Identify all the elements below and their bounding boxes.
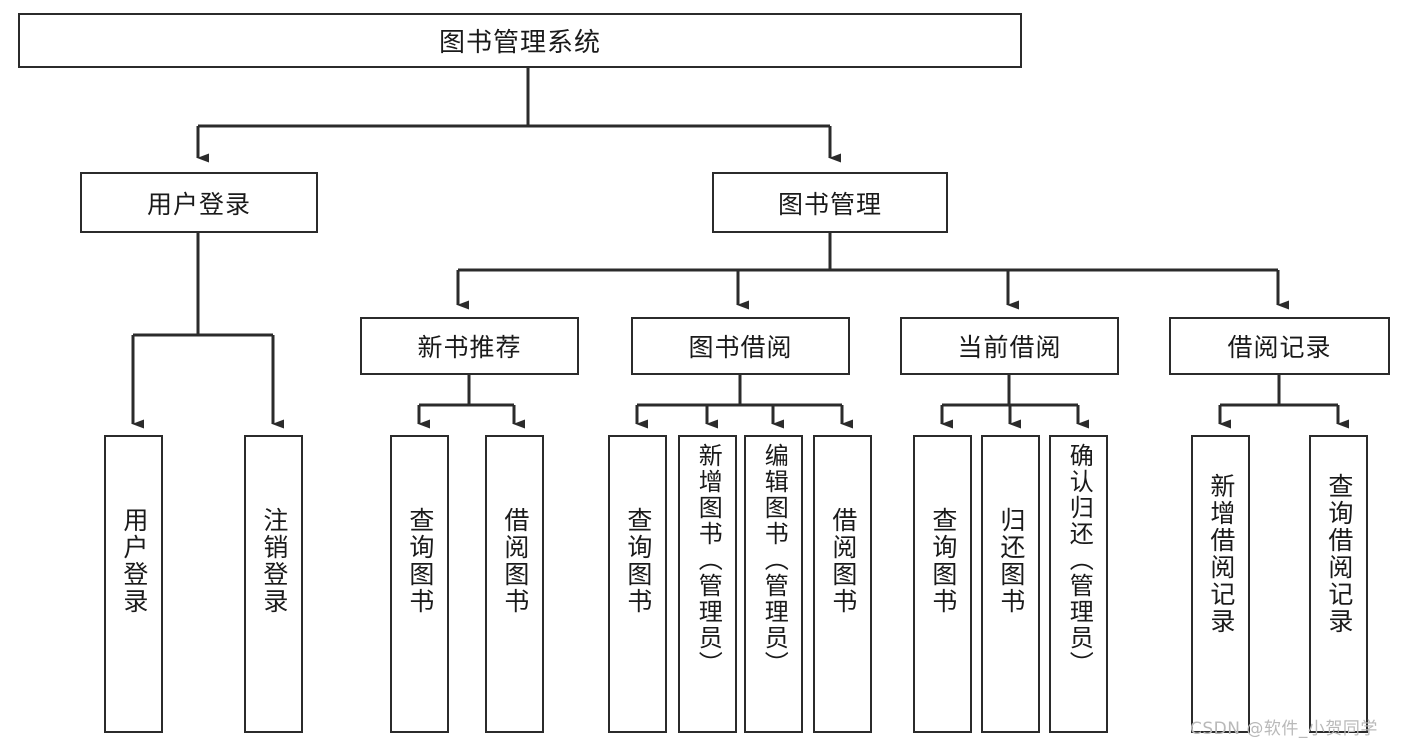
leaf-book-borrow-borrow-book[interactable]: 借阅图书 xyxy=(813,435,872,733)
node-label: 当前借阅 xyxy=(957,333,1062,362)
node-label: 借阅图书 xyxy=(828,507,858,615)
node-root-book-management-system[interactable]: 图书管理系统 xyxy=(18,13,1022,68)
node-current-borrow[interactable]: 当前借阅 xyxy=(900,317,1119,375)
leaf-book-borrow-add-book-admin[interactable]: 新增图书（管理员） xyxy=(678,435,737,733)
node-label: 图书管理系统 xyxy=(438,28,601,58)
watermark-text: CSDN @软件_小贺同学 xyxy=(1190,719,1378,739)
node-label: 确认归还（管理员） xyxy=(1065,443,1094,677)
node-label: 注销登录 xyxy=(259,507,289,615)
leaf-current-borrow-return-book[interactable]: 归还图书 xyxy=(981,435,1040,733)
node-label: 查询图书 xyxy=(405,507,435,615)
leaf-user-login-logout[interactable]: 注销登录 xyxy=(244,435,303,733)
node-label: 借阅记录 xyxy=(1227,333,1332,362)
node-label: 查询图书 xyxy=(623,507,653,615)
leaf-borrow-record-add-record[interactable]: 新增借阅记录 xyxy=(1191,435,1250,733)
node-label: 查询图书 xyxy=(928,507,958,615)
leaf-new-book-borrow-book[interactable]: 借阅图书 xyxy=(485,435,544,733)
leaf-current-borrow-query-book[interactable]: 查询图书 xyxy=(913,435,972,733)
leaf-borrow-record-query-record[interactable]: 查询借阅记录 xyxy=(1309,435,1368,733)
leaf-book-borrow-query-book[interactable]: 查询图书 xyxy=(608,435,667,733)
node-new-book-recommend[interactable]: 新书推荐 xyxy=(360,317,579,375)
leaf-user-login-login[interactable]: 用户登录 xyxy=(104,435,163,733)
node-label: 新增图书（管理员） xyxy=(694,443,723,677)
node-label: 归还图书 xyxy=(996,507,1026,615)
node-label: 查询借阅记录 xyxy=(1324,473,1354,635)
node-label: 用户登录 xyxy=(146,189,251,219)
leaf-new-book-query-book[interactable]: 查询图书 xyxy=(390,435,449,733)
node-label: 图书借阅 xyxy=(688,333,793,362)
node-label: 编辑图书（管理员） xyxy=(760,443,789,677)
node-label: 借阅图书 xyxy=(500,507,530,615)
leaf-book-borrow-edit-book-admin[interactable]: 编辑图书（管理员） xyxy=(744,435,803,733)
node-label: 图书管理 xyxy=(777,189,882,219)
node-borrow-record[interactable]: 借阅记录 xyxy=(1169,317,1390,375)
node-book-management[interactable]: 图书管理 xyxy=(712,172,948,233)
node-book-borrow[interactable]: 图书借阅 xyxy=(631,317,850,375)
leaf-current-borrow-confirm-return-admin[interactable]: 确认归还（管理员） xyxy=(1049,435,1108,733)
node-label: 新增借阅记录 xyxy=(1206,473,1236,635)
node-label: 用户登录 xyxy=(119,507,149,615)
node-label: 新书推荐 xyxy=(417,333,522,362)
node-user-login[interactable]: 用户登录 xyxy=(80,172,318,233)
